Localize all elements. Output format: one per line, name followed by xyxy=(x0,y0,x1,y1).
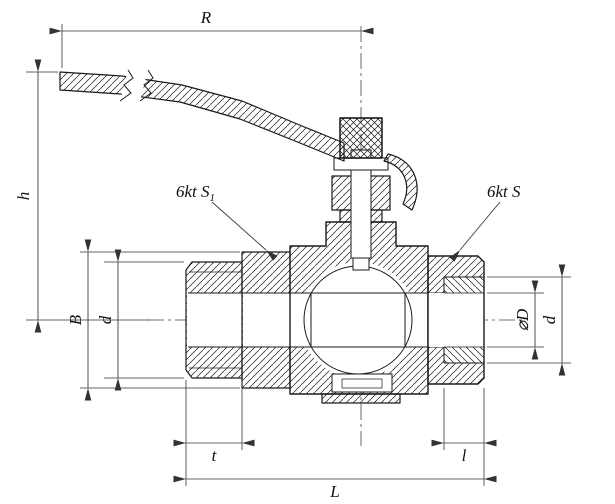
nut-outline xyxy=(427,255,485,385)
dim-label-t: t xyxy=(212,446,218,465)
dim-label-phiD: ⌀D xyxy=(513,308,532,331)
ball-retainer-inner xyxy=(341,378,383,389)
dim-label-h: h xyxy=(14,192,33,201)
body-outline xyxy=(289,221,429,395)
callout-left-main: 6kt S xyxy=(176,182,210,201)
callout-label-left: 6kt S1 xyxy=(176,182,215,204)
nut-bore-cutout xyxy=(428,293,448,347)
dim-label-l: l xyxy=(462,446,467,465)
handle-nut xyxy=(339,117,383,159)
valve-body xyxy=(188,221,446,404)
dimension-B: B xyxy=(66,239,240,401)
dimension-h: h xyxy=(14,59,150,333)
female-thread-top xyxy=(444,277,484,293)
dimension-phiD: ⌀D xyxy=(487,280,544,360)
spigot-bore-cutout xyxy=(187,293,242,347)
dim-label-B: B xyxy=(66,314,85,325)
handle-nut-outline xyxy=(339,117,383,159)
handle-break-left xyxy=(119,69,134,102)
handle-hook-end xyxy=(383,153,418,211)
dimension-R: R xyxy=(49,8,374,68)
handle-break-right xyxy=(139,69,154,102)
ball-retainer xyxy=(331,373,393,393)
callout-left-subscript: 1 xyxy=(210,192,216,204)
lever-handle xyxy=(59,69,418,211)
dim-label-d-right: d xyxy=(540,315,559,324)
dim-label-L: L xyxy=(329,482,339,501)
dim-label-d-left: d xyxy=(96,315,115,324)
ball xyxy=(303,265,413,375)
stem-assembly xyxy=(331,149,391,271)
handle-bar xyxy=(59,71,345,162)
right-coupling-nut xyxy=(427,255,485,385)
leader-line xyxy=(211,201,278,261)
dimension-d-left: d xyxy=(96,249,184,391)
handle-nut-hatch-2 xyxy=(340,118,382,158)
left-threaded-spigot xyxy=(185,261,243,379)
bottom-boss xyxy=(321,393,401,404)
dimension-L: L xyxy=(173,450,497,501)
leader-line xyxy=(449,201,501,262)
dimension-l: l xyxy=(431,388,497,465)
callout-right-hex: 6kt S xyxy=(449,182,521,262)
stem-tang xyxy=(352,257,370,271)
left-hex xyxy=(241,251,291,389)
dimension-t: t xyxy=(173,380,255,465)
handle-break-gap xyxy=(120,70,148,101)
left-hex-bore-cutout xyxy=(243,293,290,347)
callout-left-hex: 6kt S1 xyxy=(176,182,278,261)
female-thread-bottom xyxy=(444,347,484,363)
dim-label-R: R xyxy=(200,8,212,27)
dimension-d-right: d xyxy=(487,264,571,376)
callout-label-right: 6kt S xyxy=(487,182,521,201)
